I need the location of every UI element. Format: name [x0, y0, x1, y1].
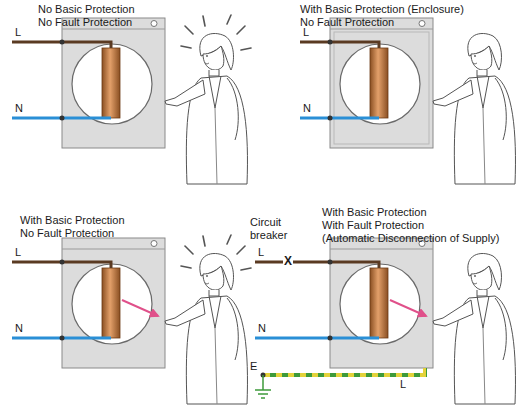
wire-label: L: [15, 246, 21, 259]
panel-heading: No Fault Protection: [38, 16, 132, 29]
panel-heading: With Fault Protection: [322, 219, 424, 232]
wire-label: L: [303, 26, 309, 39]
wire-label: N: [15, 102, 23, 115]
panel-heading: With Basic Protection: [20, 214, 125, 227]
wire-label: N: [303, 102, 311, 115]
wire-label: L: [258, 246, 264, 259]
panel-heading: No Basic Protection: [38, 3, 135, 16]
panel-no-protection: [12, 15, 251, 184]
wire-label: L: [15, 26, 21, 39]
panel-heading: With Basic Protection (Enclosure): [300, 3, 464, 16]
panel-enclosure: [300, 18, 515, 184]
panel-heading: No Fault Protection: [20, 227, 114, 240]
wire-label: N: [258, 322, 266, 335]
wire-label: N: [15, 322, 23, 335]
wire-label: L: [400, 378, 406, 391]
breaker-symbol: X: [283, 255, 293, 268]
panel-heading: With Basic Protection: [322, 206, 427, 219]
panel-heading: (Automatic Disconnection of Supply): [322, 232, 499, 245]
wire-label: E: [250, 360, 257, 373]
panel-heading: No Fault Protection: [300, 16, 394, 29]
panel-ads: [255, 238, 515, 404]
panel-fault: [12, 235, 251, 404]
callout-label: Circuit breaker: [250, 216, 298, 242]
